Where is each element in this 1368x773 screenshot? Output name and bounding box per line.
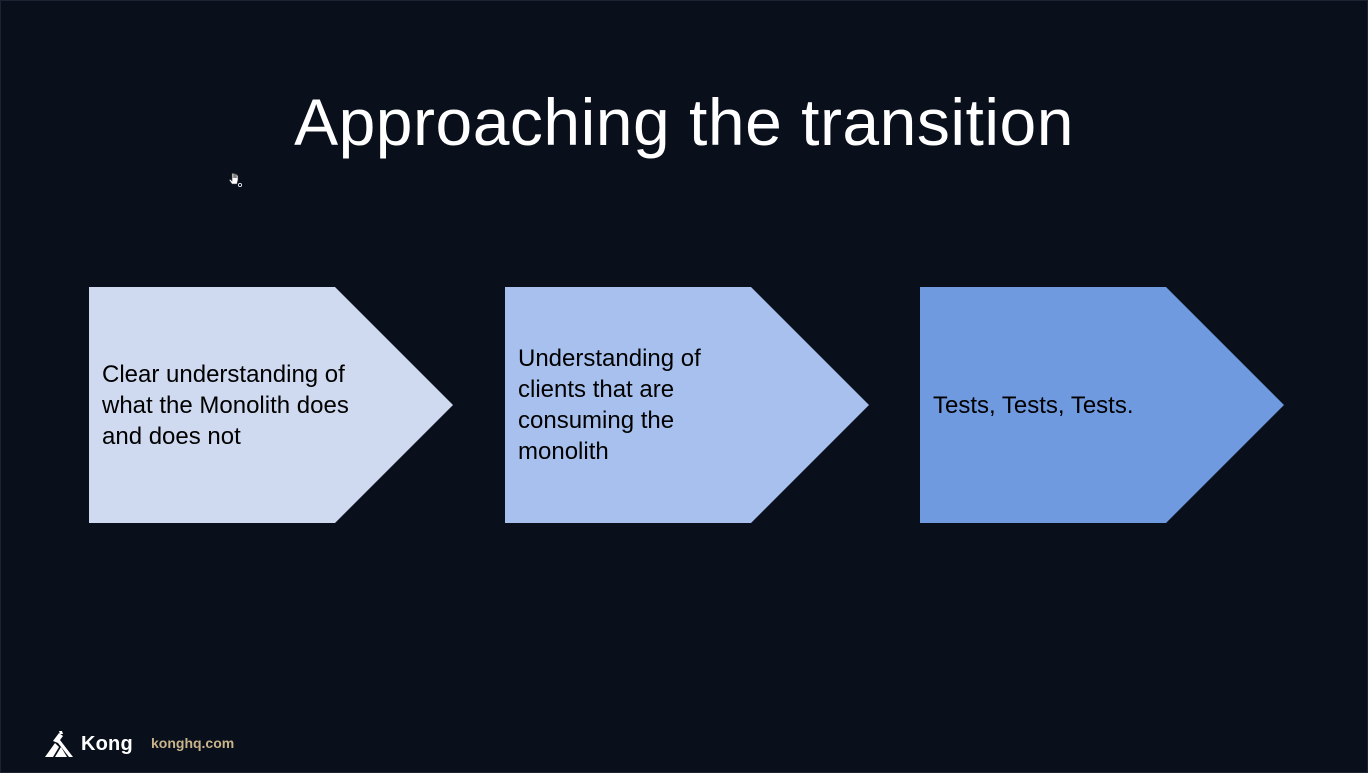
slide-title: Approaching the transition <box>294 85 1074 159</box>
step-arrow-2: Understanding of clients that are consum… <box>505 287 869 523</box>
step-text-2: Understanding of clients that are consum… <box>518 345 701 465</box>
step-shape-3 <box>920 287 1284 523</box>
kong-logo[interactable]: Kong <box>43 730 133 758</box>
pentagon-arrow-shape <box>505 287 869 523</box>
step-text-1: Clear understanding of what the Monolith… <box>102 360 349 450</box>
step-arrow-1: Clear understanding of what the Monolith… <box>89 287 453 523</box>
step-arrow-3: Tests, Tests, Tests. <box>920 287 1284 523</box>
pentagon-arrow-shape <box>920 287 1284 523</box>
hand-cursor-icon <box>229 172 242 187</box>
step-shape-2 <box>505 287 869 523</box>
pentagon-arrow-shape <box>89 287 453 523</box>
step-text-3: Tests, Tests, Tests. <box>933 391 1134 419</box>
footer-url-link[interactable]: konghq.com <box>151 735 235 751</box>
logo-text: Kong <box>81 732 133 755</box>
kong-logo-icon <box>45 731 73 757</box>
step-shape-1 <box>89 287 453 523</box>
